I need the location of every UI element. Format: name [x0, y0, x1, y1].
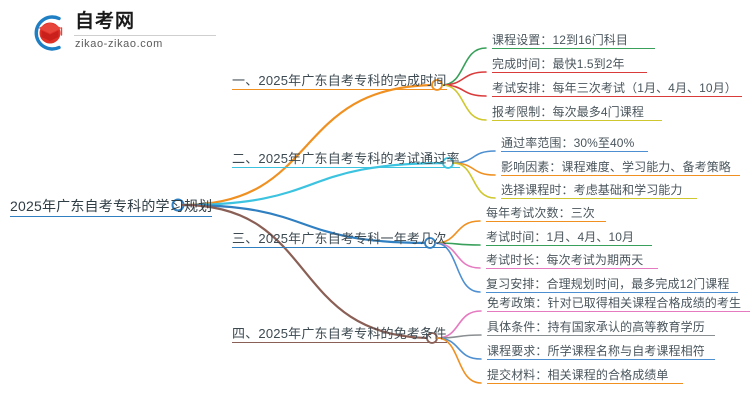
- logo-divider: [74, 35, 216, 36]
- leaf-node-label-4-1[interactable]: 免考政策：针对已取得相关课程合格成绩的考生: [487, 294, 750, 312]
- leaf-node-label-2-3[interactable]: 选择课程时：考虑基础和学习能力: [501, 181, 697, 199]
- leaf-node-label-4-3[interactable]: 课程要求：所学课程名称与自考课程相符: [487, 342, 715, 360]
- branch-node-label-2[interactable]: 二、2025年广东自考专科的考试通过率: [232, 148, 460, 168]
- leaf-connector-1-2: [441, 71, 487, 86]
- leaf-node-label-1-3[interactable]: 考试安排：每年三次考试（1月、4月、10月）: [492, 79, 742, 97]
- leaf-connector-1-4: [441, 84, 487, 121]
- logo-title: 自考网: [75, 11, 136, 32]
- leaf-connector-1-1: [441, 47, 487, 86]
- logo-domain: zikao-zikao.com: [75, 38, 163, 50]
- leaf-node-label-3-2[interactable]: 考试时间：1月、4月、10月: [486, 228, 652, 246]
- leaf-connector-2-3: [452, 162, 496, 199]
- branch-node-label-4[interactable]: 四、2025年广东自考专科的免考条件: [232, 323, 447, 343]
- leaf-node-label-1-4[interactable]: 报考限制：每次最多4门课程: [492, 103, 662, 121]
- leaf-node-label-4-2[interactable]: 具体条件：持有国家承认的高等教育学历: [487, 318, 715, 336]
- leaf-connector-3-4: [434, 242, 481, 293]
- leaf-connector-4-4: [436, 337, 482, 384]
- leaf-node-label-4-4[interactable]: 提交材料：相关课程的合格成绩单: [487, 366, 683, 384]
- leaf-node-label-3-3[interactable]: 考试时长：每次考试为期两天: [486, 251, 658, 269]
- leaf-node-label-2-1[interactable]: 通过率范围：30%至40%: [501, 134, 648, 152]
- leaf-node-label-3-4[interactable]: 复习安排：合理规划时间，最多完成12门课程: [486, 275, 738, 293]
- leaf-node-label-1-2[interactable]: 完成时间：最快1.5到2年: [492, 55, 647, 73]
- leaf-node-label-1-1[interactable]: 课程设置：12到16门科目: [492, 31, 655, 49]
- leaf-node-label-2-2[interactable]: 影响因素：课程难度、学习能力、备考策略: [501, 158, 740, 176]
- leaf-connector-1-3: [441, 84, 487, 97]
- logo-text: 自考网 zikao-zikao.com: [74, 10, 224, 56]
- leaf-node-label-3-1[interactable]: 每年考试次数：三次: [486, 204, 606, 222]
- branch-connector-1: [181, 83, 439, 207]
- branch-node-label-1[interactable]: 一、2025年广东自考专科的完成时间: [232, 70, 447, 90]
- branch-connector-2: [181, 161, 450, 207]
- branch-node-label-3[interactable]: 三、2025年广东自考专科一年考几次: [232, 228, 447, 248]
- site-logo[interactable]: 自考网 zikao-zikao.com: [26, 10, 226, 56]
- root-node-label[interactable]: 2025年广东自考专科的学习规划: [10, 196, 213, 217]
- graduation-cap-icon: [34, 15, 63, 51]
- branch-connector-4: [181, 203, 434, 340]
